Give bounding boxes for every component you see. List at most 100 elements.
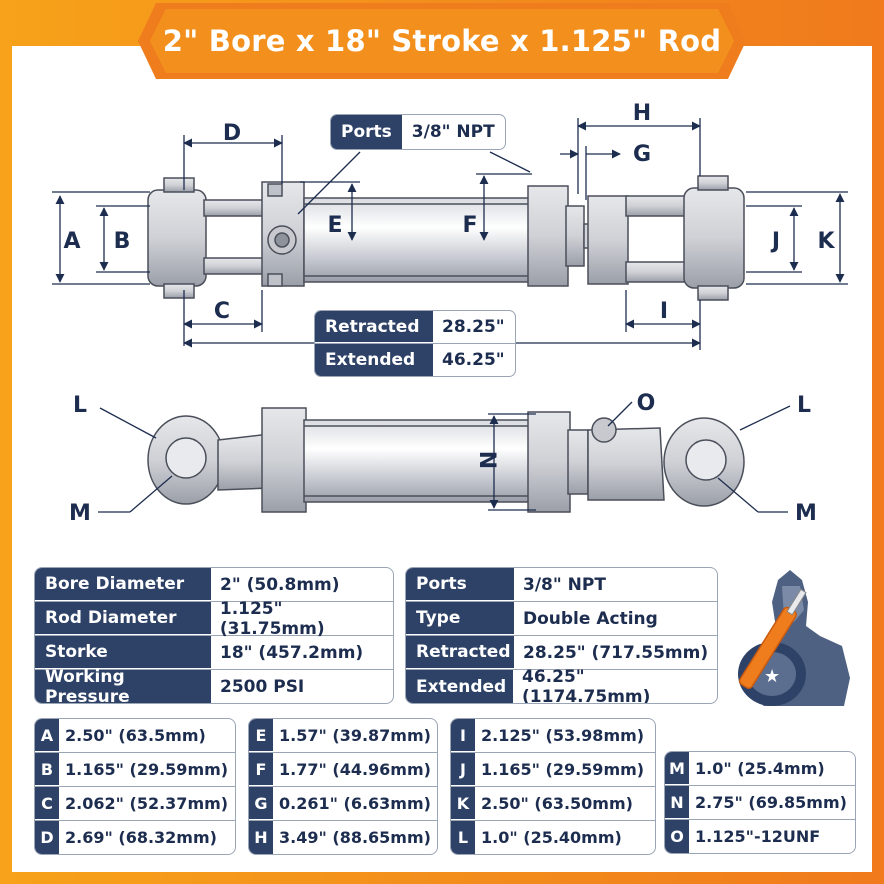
label-C: C — [214, 299, 230, 324]
label-A: A — [63, 229, 80, 254]
label-L-right: L — [797, 393, 811, 418]
dimension-value: 3.49" (88.65mm) — [279, 828, 431, 847]
top-dimension-lines — [52, 118, 848, 350]
dimension-value: 2.75" (69.85mm) — [695, 793, 847, 812]
spec-label: Extended — [406, 670, 514, 703]
dimension-letter: L — [451, 821, 475, 854]
ports-callout-value: 3/8" NPT — [411, 122, 495, 142]
dimension-row: N 2.75" (69.85mm) — [665, 786, 855, 820]
page-title: 2" Bore x 18" Stroke x 1.125" Rod — [162, 24, 722, 58]
dimension-letter: C — [35, 787, 59, 820]
title-ribbon — [138, 3, 746, 79]
dimension-letter: F — [249, 753, 273, 786]
length-label: Retracted — [315, 311, 433, 343]
dimension-row: F 1.77" (44.96mm) — [249, 753, 437, 787]
dimension-letter: O — [665, 820, 689, 853]
dimension-value: 1.0" (25.4mm) — [695, 759, 825, 778]
dimension-letter: K — [451, 787, 475, 820]
label-E: E — [327, 213, 342, 238]
spec-label: Ports — [406, 568, 514, 601]
length-callout: Retracted 28.25" Extended 46.25" — [314, 310, 516, 377]
dimension-row: C 2.062" (52.37mm) — [35, 787, 235, 821]
spec-row: Storke 18" (457.2mm) — [35, 636, 393, 670]
dimension-letter: G — [249, 787, 273, 820]
label-N: N — [474, 451, 499, 469]
dimension-value: 1.125"-12UNF — [695, 827, 821, 846]
spec-value: 1.125" (31.75mm) — [219, 598, 325, 639]
dimension-letter: E — [249, 719, 273, 752]
label-I: I — [660, 299, 668, 324]
dimension-letter: A — [35, 719, 59, 752]
label-D: D — [223, 121, 241, 146]
label-B: B — [114, 229, 131, 254]
dimension-row: D 2.69" (68.32mm) — [35, 821, 235, 854]
dimension-row: L 1.0" (25.40mm) — [451, 821, 655, 854]
spec-row: Ports 3/8" NPT — [406, 568, 717, 602]
dimension-row: A 2.50" (63.5mm) — [35, 719, 235, 753]
brand-warrior-logo: ★ — [738, 570, 850, 706]
spec-label: Retracted — [406, 636, 514, 669]
spec-row: Working Pressure 2500 PSI — [35, 667, 393, 703]
label-M-left: M — [69, 501, 91, 526]
dimension-value: 1.0" (25.40mm) — [481, 828, 622, 847]
spec-label: Working Pressure — [35, 667, 211, 703]
top-view — [147, 175, 745, 301]
spec-value: 28.25" (717.55mm) — [523, 642, 709, 663]
dimension-value: 1.165" (29.59mm) — [481, 760, 645, 779]
length-value: 46.25" — [442, 350, 505, 370]
dimension-row: I 2.125" (53.98mm) — [451, 719, 655, 753]
length-label: Extended — [315, 344, 433, 376]
dimension-value: 2.062" (52.37mm) — [65, 794, 229, 813]
spec-value: 2500 PSI — [220, 676, 305, 697]
length-row-extended: Extended 46.25" — [315, 344, 515, 376]
dimension-value: 1.77" (44.96mm) — [279, 760, 431, 779]
spec-label: Storke — [35, 636, 211, 669]
spec-value: 18" (457.2mm) — [220, 642, 364, 663]
dimension-row: O 1.125"-12UNF — [665, 820, 855, 853]
spec-row: Retracted 28.25" (717.55mm) — [406, 636, 717, 670]
dimension-letter: H — [249, 821, 273, 854]
dimension-row: H 3.49" (88.65mm) — [249, 821, 437, 854]
svg-text:★: ★ — [764, 666, 780, 687]
dimension-value: 1.57" (39.87mm) — [279, 726, 431, 745]
dimension-value: 2.69" (68.32mm) — [65, 828, 217, 847]
spec-value: 3/8" NPT — [523, 574, 606, 595]
cylinder-drawing: D A B C E F G H I J K L L M M N O — [52, 101, 848, 526]
dimension-value: 2.50" (63.50mm) — [481, 794, 633, 813]
label-H: H — [633, 101, 651, 126]
dimension-letter: N — [665, 786, 689, 819]
dimension-letter: D — [35, 821, 59, 854]
label-M-right: M — [795, 501, 817, 526]
side-dimension-lines — [98, 401, 791, 513]
spec-row: Bore Diameter 2" (50.8mm) — [35, 568, 393, 602]
spec-value: 2" (50.8mm) — [220, 574, 340, 595]
dimension-letter: I — [451, 719, 475, 752]
length-value: 28.25" — [442, 317, 505, 337]
spec-value: Double Acting — [523, 608, 658, 629]
label-J: J — [770, 229, 780, 254]
dimension-value: 2.50" (63.5mm) — [65, 726, 206, 745]
dimension-value: 1.165" (29.59mm) — [65, 760, 229, 779]
label-L-left: L — [73, 393, 87, 418]
dimension-value: 2.125" (53.98mm) — [481, 726, 645, 745]
ports-callout: Ports 3/8" NPT — [330, 114, 506, 150]
dimension-row: E 1.57" (39.87mm) — [249, 719, 437, 753]
spec-label: Bore Diameter — [35, 568, 211, 601]
ports-callout-label: Ports — [331, 115, 402, 149]
label-K: K — [817, 229, 835, 254]
length-row-retracted: Retracted 28.25" — [315, 311, 515, 344]
side-view — [147, 407, 745, 513]
label-G: G — [633, 142, 651, 167]
